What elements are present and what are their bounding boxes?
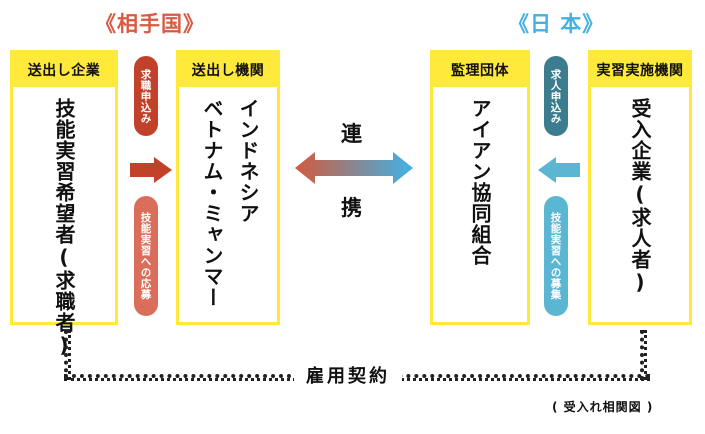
sending-agency-box: 送出し機関 — [176, 50, 280, 325]
training-recruitment-pill: 技能実習への募集 — [544, 196, 568, 316]
sender-org-header: 送出し企業 — [13, 53, 115, 87]
contract-line-right-vertical — [640, 330, 647, 380]
left-arrow-icon — [538, 157, 580, 183]
bidirectional-arrow-icon — [295, 152, 413, 184]
sending-agency-header: 送出し機関 — [179, 53, 277, 87]
sending-agency-line2: ベトナム・ミャンマー — [200, 98, 224, 308]
job-offer-pill: 求人申込み — [544, 56, 568, 136]
contract-line-left-vertical — [64, 330, 71, 380]
sending-agency-line1: インドネシア — [236, 98, 260, 224]
training-application-pill: 技能実習への応募 — [134, 196, 158, 316]
japan-title: 《日 本》 — [508, 12, 605, 36]
job-application-pill: 求職申込み — [134, 56, 158, 136]
supervising-org-body: アイアン協同組合 — [468, 98, 492, 266]
supervising-org-header: 監理団体 — [433, 53, 527, 87]
cooperation-char-bottom: 携 — [341, 196, 362, 220]
cooperation-char-top: 連 — [341, 122, 362, 146]
partner-country-title: 《相手国》 — [95, 12, 205, 36]
implementing-org-body: 受入企業(求人者) — [628, 98, 652, 295]
supervising-org-box: 監理団体 — [430, 50, 530, 325]
sender-org-body: 技能実習希望者(求職者) — [52, 98, 76, 358]
implementing-org-box: 実習実施機関 — [588, 50, 692, 325]
employment-contract-label: 雇用契約 — [294, 362, 402, 388]
sender-org-box: 送出し企業 — [10, 50, 118, 325]
right-arrow-icon — [130, 157, 172, 183]
implementing-org-header: 実習実施機関 — [591, 53, 689, 87]
diagram-caption: ( 受入れ相関図 ) — [552, 400, 654, 414]
